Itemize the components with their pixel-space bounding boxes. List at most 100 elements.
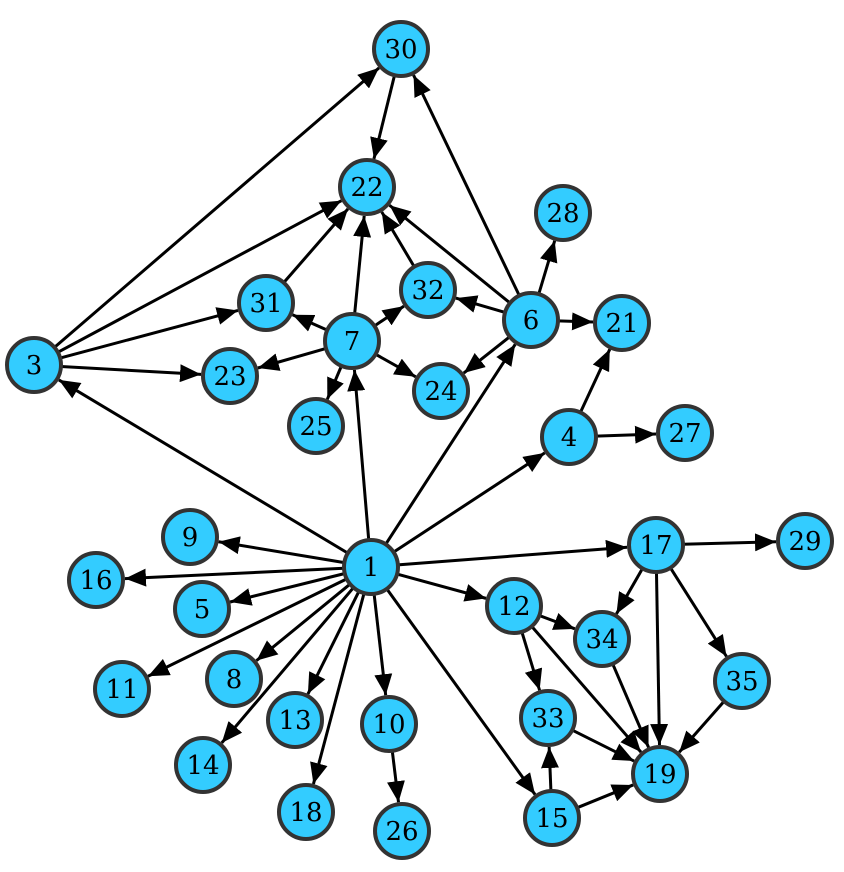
node-label: 30 <box>384 35 417 65</box>
node-label: 14 <box>186 751 219 781</box>
node-5: 5 <box>173 580 231 638</box>
node-8: 8 <box>205 650 263 708</box>
node-29: 29 <box>776 512 834 570</box>
node-circle <box>67 551 125 609</box>
node-circle <box>287 397 345 455</box>
node-circle <box>323 312 381 370</box>
edge-1-to-6 <box>384 343 517 546</box>
edge-34-to-19 <box>611 663 650 748</box>
node-1: 1 <box>342 538 400 596</box>
node-26: 26 <box>373 802 431 860</box>
node-circle <box>201 347 259 405</box>
node-label: 29 <box>788 527 821 557</box>
node-label: 6 <box>523 306 540 336</box>
node-27: 27 <box>656 404 714 462</box>
node-14: 14 <box>174 736 232 794</box>
edge-10-to-26 <box>387 750 405 803</box>
node-label: 13 <box>278 706 311 736</box>
node-7: 7 <box>323 312 381 370</box>
edge-4-to-27 <box>595 425 657 444</box>
node-28: 28 <box>534 184 592 242</box>
node-label: 3 <box>26 351 43 381</box>
edge-7-to-32 <box>373 304 405 328</box>
node-label: 18 <box>289 798 322 828</box>
edge-1-to-8 <box>255 582 352 662</box>
node-circle <box>540 408 598 466</box>
edge-3-to-22 <box>57 199 343 354</box>
node-circle <box>656 404 714 462</box>
node-circle <box>174 736 232 794</box>
node-label: 35 <box>725 667 758 697</box>
node-circle <box>342 538 400 596</box>
edge-1-to-11 <box>147 577 348 678</box>
node-circle <box>373 802 431 860</box>
edge-7-to-23 <box>257 347 327 371</box>
edge-6-to-30 <box>412 74 521 297</box>
edge-33-to-19 <box>571 728 635 763</box>
node-9: 9 <box>161 508 219 566</box>
edge-1-to-9 <box>218 536 345 565</box>
node-label: 10 <box>372 710 405 740</box>
edge-1-to-17 <box>397 539 628 567</box>
edge-12-to-33 <box>520 631 543 691</box>
node-circle <box>161 508 219 566</box>
node-label: 7 <box>344 327 361 357</box>
edge-1-to-18 <box>310 592 366 785</box>
node-21: 21 <box>593 294 651 352</box>
node-label: 34 <box>585 625 618 655</box>
edge-17-to-29 <box>682 533 777 552</box>
node-label: 12 <box>497 592 530 622</box>
node-4: 4 <box>540 408 598 466</box>
edge-30-to-22 <box>370 74 396 160</box>
node-label: 32 <box>411 276 444 306</box>
node-circle <box>713 652 771 710</box>
node-circle <box>593 294 651 352</box>
edge-15-to-33 <box>541 746 559 792</box>
node-circle <box>412 362 470 420</box>
edge-1-to-12 <box>396 572 487 602</box>
edge-31-to-22 <box>282 207 350 284</box>
node-label: 19 <box>643 760 676 790</box>
node-31: 31 <box>237 274 295 332</box>
node-circle <box>360 695 418 753</box>
node-label: 28 <box>546 199 579 229</box>
node-circle <box>93 660 151 718</box>
node-25: 25 <box>287 397 345 455</box>
node-circle <box>523 789 581 847</box>
node-24: 24 <box>412 362 470 420</box>
node-label: 22 <box>350 173 383 203</box>
edge-1-to-13 <box>306 590 361 695</box>
node-label: 24 <box>424 377 457 407</box>
edge-1-to-4 <box>392 451 546 554</box>
edge-4-to-21 <box>579 348 612 414</box>
node-circle <box>5 336 63 394</box>
node-label: 23 <box>213 362 246 392</box>
node-circle <box>519 689 577 747</box>
node-label: 9 <box>182 523 199 553</box>
node-circle <box>485 577 543 635</box>
node-10: 10 <box>360 695 418 753</box>
node-circle <box>534 184 592 242</box>
edge-6-to-32 <box>455 295 506 314</box>
node-16: 16 <box>67 551 125 609</box>
edge-3-to-30 <box>53 66 381 349</box>
node-label: 16 <box>79 566 112 596</box>
edge-1-to-5 <box>229 572 346 606</box>
edge-7-to-31 <box>291 313 328 332</box>
node-19: 19 <box>631 745 689 803</box>
edge-7-to-24 <box>374 352 417 379</box>
node-label: 27 <box>668 419 701 449</box>
node-circle <box>237 274 295 332</box>
node-label: 31 <box>249 289 282 319</box>
edge-6-to-28 <box>537 240 558 295</box>
node-23: 23 <box>201 347 259 405</box>
edge-17-to-34 <box>615 567 644 615</box>
node-circle <box>372 20 430 78</box>
node-11: 11 <box>93 660 151 718</box>
edge-15-to-19 <box>576 783 634 810</box>
edge-12-to-19 <box>530 625 643 754</box>
node-circle <box>266 691 324 749</box>
node-label: 17 <box>639 531 672 561</box>
